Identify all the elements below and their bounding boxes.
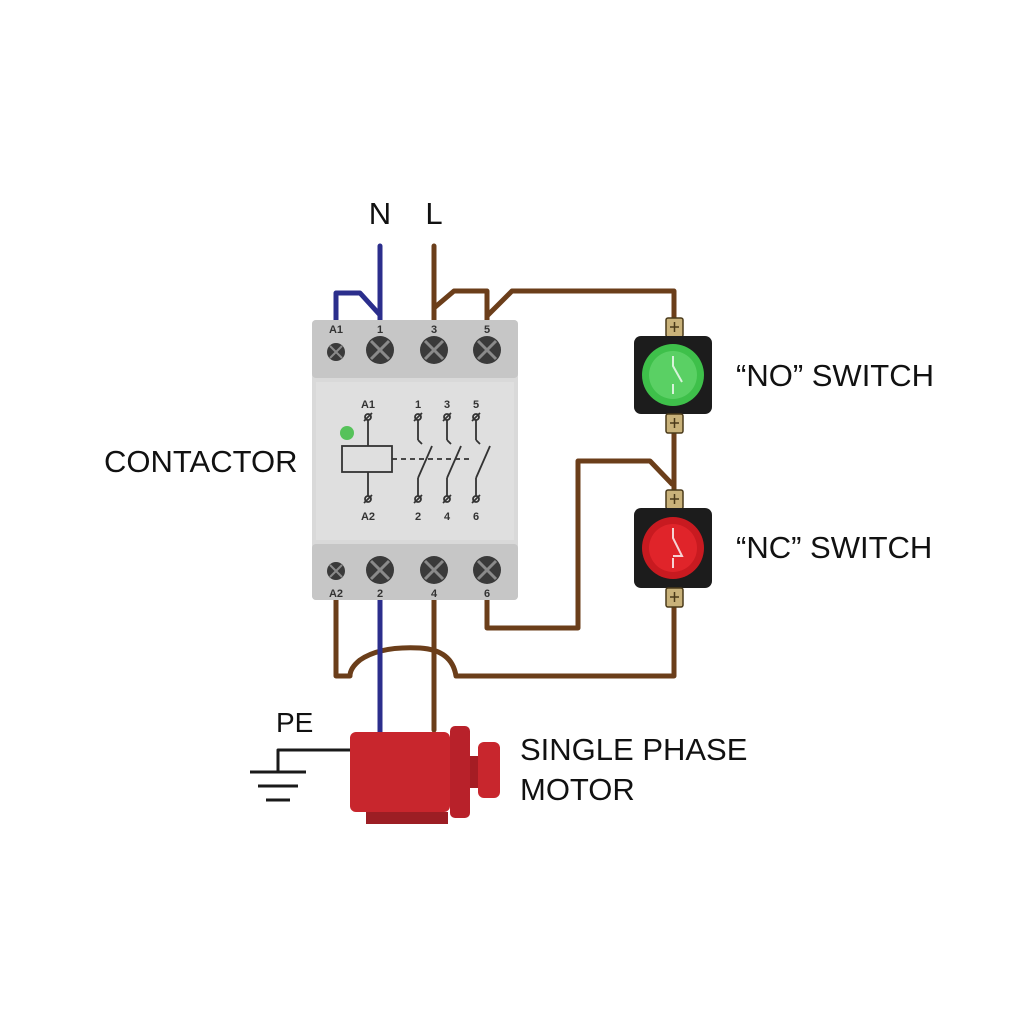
terminal-label-6-bottom: 6 — [484, 588, 490, 600]
schematic-label-1: 1 — [415, 399, 421, 411]
motor-endcap — [450, 726, 470, 818]
status-indicator-led — [340, 426, 354, 440]
screw-a2-bottom — [327, 562, 345, 580]
wire-6-to-nc — [484, 458, 675, 631]
contactor-panel — [316, 382, 514, 540]
line-label: L — [425, 196, 442, 231]
terminal-label-2-bottom: 2 — [377, 588, 383, 600]
ground-wire — [276, 748, 354, 774]
schematic-label-3: 3 — [444, 399, 450, 411]
screw-6-bottom — [473, 556, 501, 584]
motor-base — [366, 812, 448, 824]
neutral-label: N — [369, 196, 391, 231]
screw-1-top — [366, 336, 394, 364]
line-jumper-5 — [431, 288, 490, 325]
motor-body — [350, 732, 450, 812]
motor-shaft-housing — [470, 756, 480, 788]
single-phase-motor — [350, 726, 500, 824]
motor-label-line-2: MOTOR — [520, 772, 635, 807]
terminal-label-1-top: 1 — [377, 324, 383, 336]
no-switch[interactable] — [634, 317, 712, 434]
terminal-label-5-top: 5 — [484, 324, 490, 336]
schematic-label-5: 5 — [473, 399, 479, 411]
contactor-bottom-strip — [312, 544, 518, 600]
screw-4-bottom — [420, 556, 448, 584]
screw-3-top — [420, 336, 448, 364]
nc-contact-symbol — [672, 528, 684, 568]
neutral-jumper-a1 — [333, 290, 383, 325]
motor-label-line-1: SINGLE PHASE — [520, 732, 747, 767]
nc-switch[interactable] — [634, 489, 712, 608]
contactor: A1 1 3 5 A1 1 3 5 — [312, 320, 518, 600]
terminal-label-a2-bottom: A2 — [329, 588, 343, 600]
wire-5-to-no-switch — [484, 288, 677, 325]
schematic-label-6: 6 — [473, 511, 479, 523]
motor-pulley — [478, 742, 500, 798]
no-contact-symbol — [672, 356, 683, 394]
schematic-label-2: 2 — [415, 511, 421, 523]
wire-nc-to-a2 — [333, 593, 677, 679]
nc-switch-label: “NC” SWITCH — [736, 530, 932, 565]
contactor-schematic: A1 1 3 5 — [341, 399, 491, 523]
screw-a1-top — [327, 343, 345, 361]
terminal-label-a1-top: A1 — [329, 324, 343, 336]
ground-symbol-icon — [250, 770, 306, 802]
terminal-label-4-bottom: 4 — [431, 588, 438, 600]
contactor-top-strip — [312, 320, 518, 378]
schematic-label-4: 4 — [444, 511, 451, 523]
schematic-label-a1: A1 — [361, 399, 375, 411]
terminal-label-3-top: 3 — [431, 324, 437, 336]
schematic-label-a2: A2 — [361, 511, 375, 523]
pe-label: PE — [276, 707, 313, 738]
no-switch-label: “NO” SWITCH — [736, 358, 934, 393]
screw-2-bottom — [366, 556, 394, 584]
screw-5-top — [473, 336, 501, 364]
contactor-label: CONTACTOR — [104, 444, 297, 479]
